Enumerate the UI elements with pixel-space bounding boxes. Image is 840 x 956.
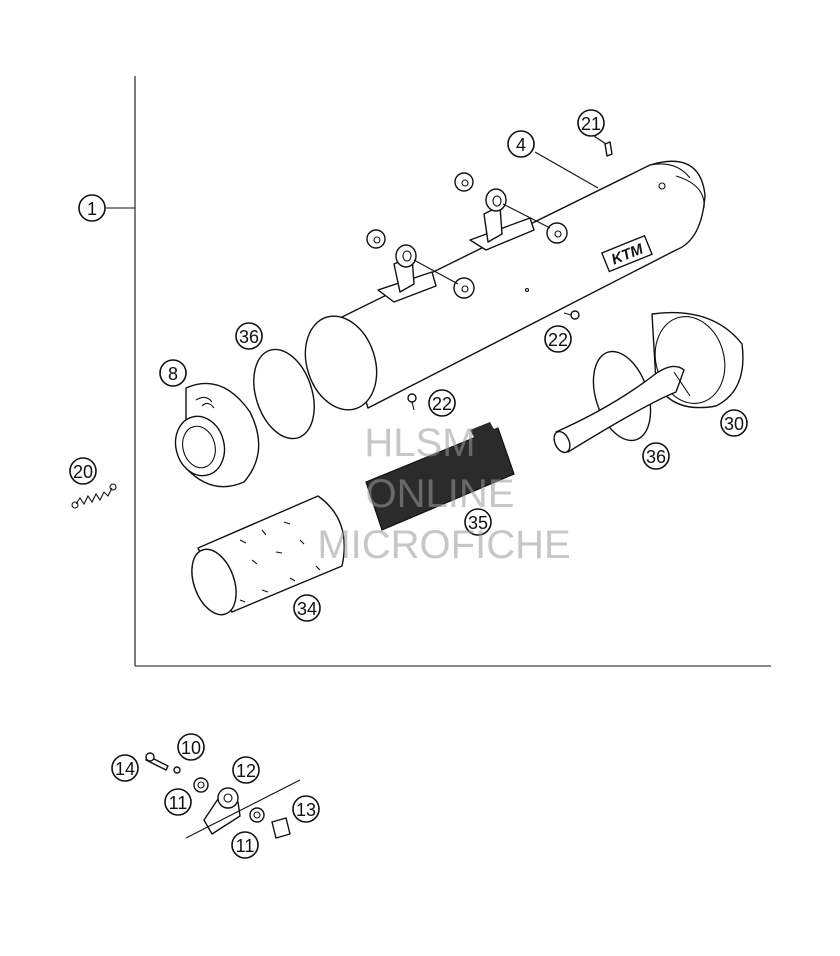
svg-text:HLSM: HLSM — [364, 421, 475, 465]
callout-part-14: 14 — [111, 754, 139, 782]
callout-part-36-upper: 36 — [235, 322, 263, 350]
svg-text:34: 34 — [297, 599, 317, 619]
svg-text:11: 11 — [169, 793, 188, 813]
svg-text:36: 36 — [239, 327, 259, 347]
svg-text:20: 20 — [73, 462, 93, 482]
ktm-logo: KTM — [600, 234, 653, 273]
svg-text:4: 4 — [516, 135, 526, 155]
svg-text:MICROFICHE: MICROFICHE — [317, 523, 570, 567]
callout-part-36-lower: 36 — [642, 442, 670, 470]
svg-text:22: 22 — [548, 330, 568, 350]
svg-text:36: 36 — [646, 447, 666, 467]
spring-part-20 — [71, 483, 117, 509]
assembly-frame — [106, 76, 771, 667]
svg-text:10: 10 — [181, 738, 201, 758]
callout-part-22-lower: 22 — [428, 389, 456, 417]
svg-text:8: 8 — [168, 364, 178, 384]
svg-text:ONLINE: ONLINE — [366, 472, 515, 516]
svg-text:35: 35 — [468, 513, 488, 533]
callout-part-35: 35 — [464, 508, 492, 536]
inlet-cap-part-30 — [553, 311, 744, 454]
svg-text:1: 1 — [87, 199, 97, 219]
muffler-body: KTM — [304, 160, 706, 411]
gasket-part-36-left — [253, 348, 315, 440]
callout-part-34: 34 — [293, 594, 321, 622]
callout-part-11-lower: 11 — [231, 831, 259, 859]
callout-part-20: 20 — [69, 457, 97, 485]
callout-part-11-upper: 11 — [164, 788, 192, 816]
callout-leaders — [534, 133, 607, 189]
callout-part-1: 1 — [78, 194, 106, 222]
svg-text:12: 12 — [236, 761, 256, 781]
end-cap-part-8 — [174, 382, 260, 488]
screw-part-22-upper — [563, 310, 580, 320]
callout-part-10: 10 — [177, 733, 205, 761]
svg-text:30: 30 — [724, 414, 744, 434]
callout-part-8: 8 — [159, 359, 187, 387]
callout-part-12: 12 — [232, 756, 260, 784]
callout-part-22-upper: 22 — [544, 325, 572, 353]
callout-part-4: 4 — [507, 130, 535, 158]
mesh-part-35 — [365, 422, 515, 531]
mounting-hardware-group — [145, 752, 301, 839]
callout-part-21: 21 — [577, 109, 605, 137]
svg-text:14: 14 — [115, 759, 135, 779]
packing-part-34 — [191, 495, 345, 616]
callout-part-30: 30 — [720, 409, 748, 437]
svg-text:22: 22 — [432, 394, 452, 414]
screw-part-22-lower — [407, 393, 417, 411]
watermark: HLSM ONLINE MICROFICHE — [317, 421, 570, 567]
svg-text:11: 11 — [236, 836, 255, 856]
callout-part-13: 13 — [292, 795, 320, 823]
svg-text:13: 13 — [296, 800, 316, 820]
screw-part-21 — [604, 141, 613, 157]
svg-text:21: 21 — [581, 114, 601, 134]
